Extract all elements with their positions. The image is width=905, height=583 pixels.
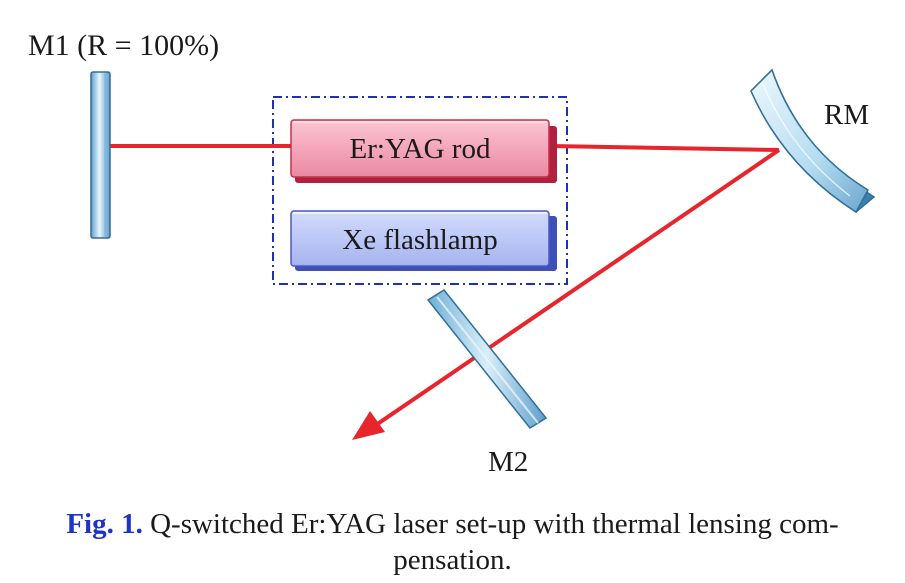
pump-enclosure-outline xyxy=(272,96,568,285)
rm-curved-mirror xyxy=(750,68,876,214)
lamp-label: Xe flashlamp xyxy=(342,224,497,256)
beam-rod-to-rm xyxy=(550,144,780,152)
figure-caption: Fig. 1. Q-switched Er:YAG laser set-up w… xyxy=(40,506,865,578)
caption-text: Q-switched Er:YAG laser set-up with ther… xyxy=(150,508,839,576)
figure-number: Fig. 1. xyxy=(66,508,143,540)
rod-label: Er:YAG rod xyxy=(350,133,491,165)
xe-flashlamp xyxy=(290,210,557,271)
rm-label: RM xyxy=(824,99,869,131)
er-yag-rod xyxy=(290,119,557,183)
laser-beam xyxy=(104,144,781,440)
m2-label: M2 xyxy=(488,446,528,478)
beam-rm-to-output xyxy=(374,148,781,427)
output-arrowhead xyxy=(352,411,385,440)
m1-label: M1 (R = 100%) xyxy=(28,29,219,62)
m1-mirror xyxy=(90,71,111,239)
m2-mirror xyxy=(426,289,548,429)
